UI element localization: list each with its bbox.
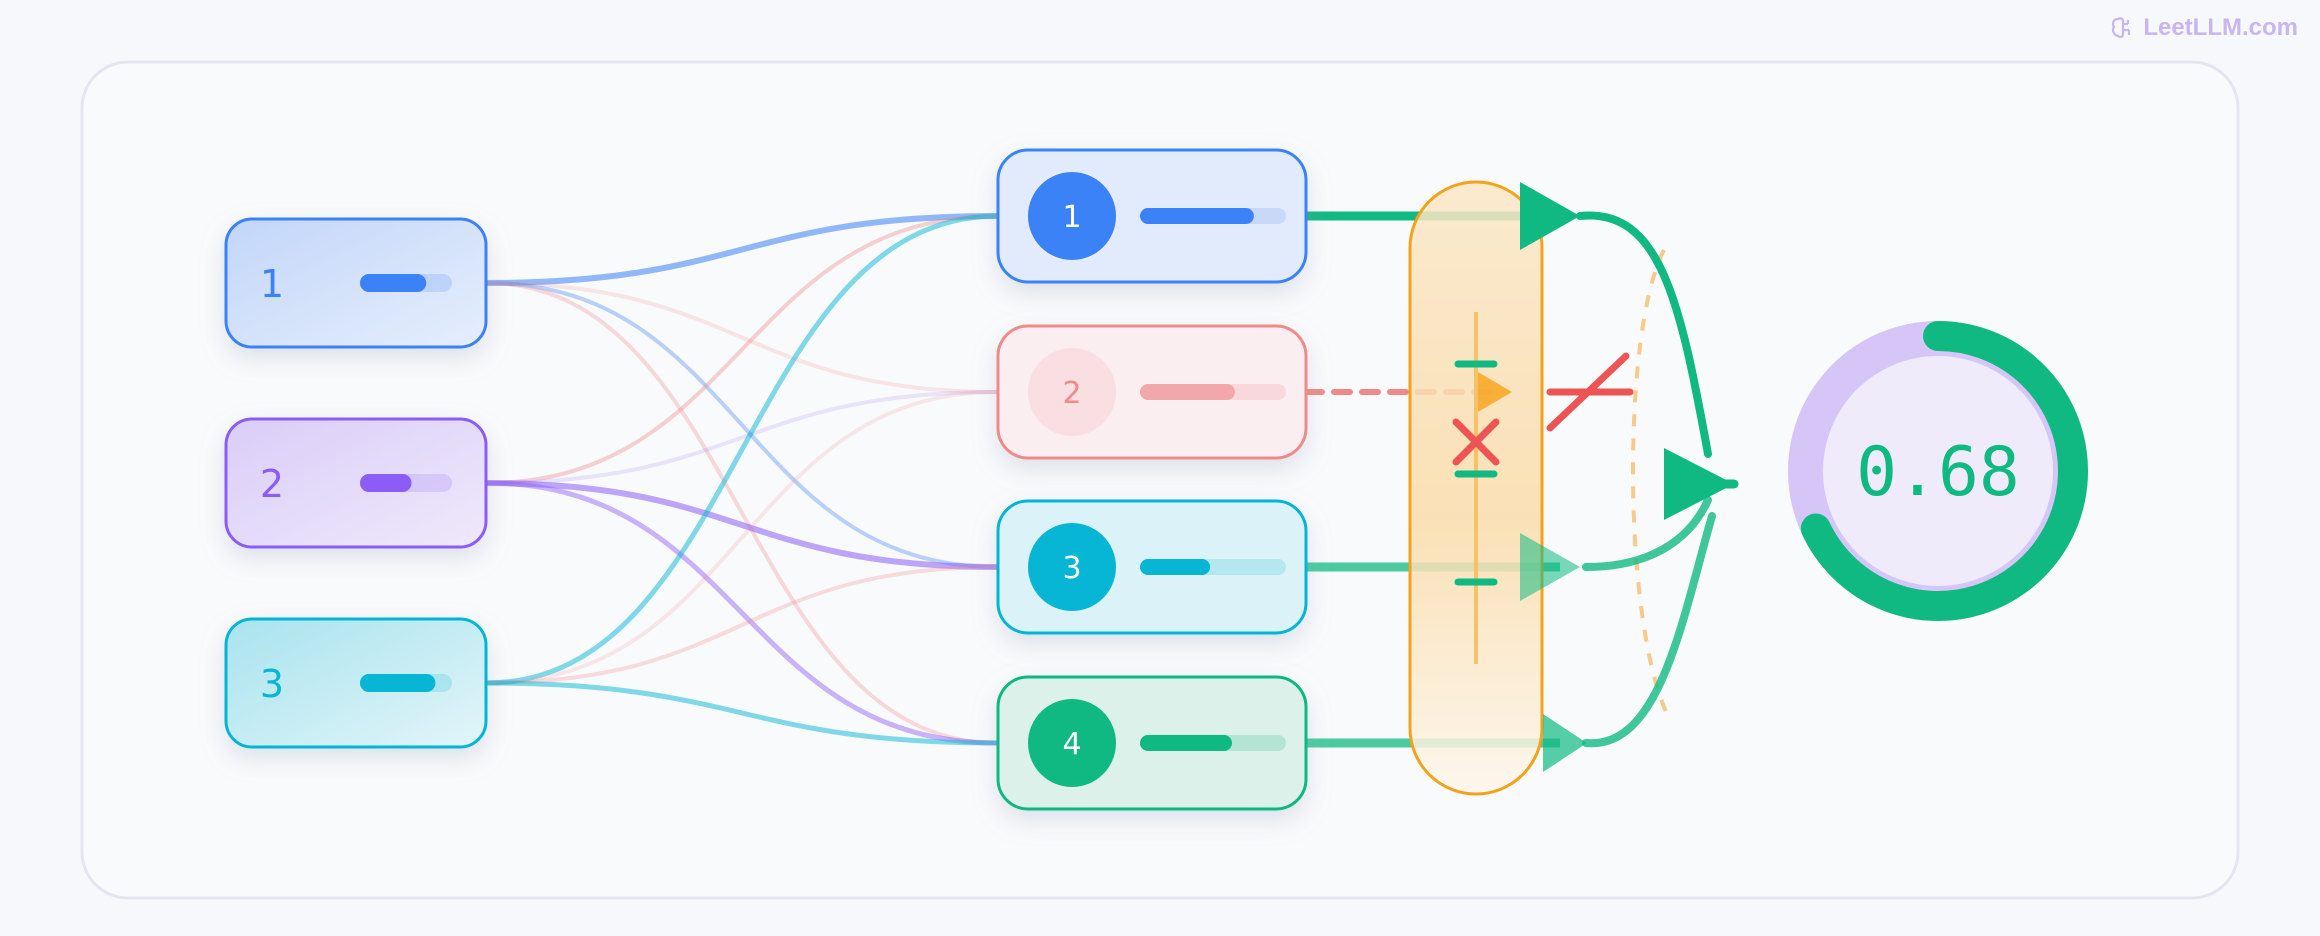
watermark: LeetLLM.com xyxy=(2109,14,2298,42)
input-node-1: 1 xyxy=(224,217,488,349)
edge-3-1 xyxy=(483,213,1001,686)
expert-badge xyxy=(1028,523,1116,611)
expert-label: 1 xyxy=(1062,200,1081,235)
expert-badge xyxy=(1028,348,1116,436)
input-node-box xyxy=(224,417,488,549)
edge-1-2 xyxy=(484,281,1000,394)
expert-badge xyxy=(1028,699,1116,787)
input-node-box xyxy=(224,217,488,349)
arrow-icon xyxy=(1520,533,1580,601)
input-node-label: 3 xyxy=(260,662,284,706)
cross-icon xyxy=(1452,418,1500,466)
expert-badge xyxy=(1028,172,1116,260)
input-node-3: 3 xyxy=(224,617,488,749)
expert-label: 2 xyxy=(1062,376,1081,411)
edge-2-4 xyxy=(483,480,1001,746)
expert-node-3: 3 xyxy=(996,499,1308,635)
connections xyxy=(483,213,1001,746)
edge-1-3 xyxy=(484,281,1000,569)
score-value: 0.68 xyxy=(1856,433,2020,512)
merge-path-3 xyxy=(1582,496,1712,571)
edge-1-4 xyxy=(484,281,1000,745)
expert-nodes: 1 2 3 4 xyxy=(996,148,1308,811)
input-node-2: 2 xyxy=(224,417,488,549)
expert-node-4: 4 xyxy=(996,675,1308,811)
input-bar-fill xyxy=(360,274,427,292)
edge-3-3 xyxy=(484,565,1000,685)
expert-bar-fill xyxy=(1140,384,1235,400)
edge-2-2 xyxy=(484,390,1000,485)
merge-path-1 xyxy=(1576,211,1712,458)
edge-2-1 xyxy=(484,214,1000,485)
input-node-label: 1 xyxy=(260,262,284,306)
input-bar-fill xyxy=(360,474,412,492)
score-gauge: 0.68 xyxy=(1788,321,2088,621)
watermark-text: LeetLLM.com xyxy=(2143,14,2298,41)
arrow-icon xyxy=(1478,372,1512,412)
input-bar-fill xyxy=(360,674,436,692)
input-tokens: 1 2 3 xyxy=(224,217,488,749)
expert-bar-fill xyxy=(1140,735,1232,751)
expert-node-2: 2 xyxy=(996,324,1308,460)
input-node-label: 2 xyxy=(260,462,284,506)
expert-label: 3 xyxy=(1062,551,1081,586)
merge-paths xyxy=(1478,182,1739,772)
score-inner xyxy=(1823,356,2053,586)
edge-2-3 xyxy=(483,480,1001,570)
score-progress-arc xyxy=(1800,321,2088,621)
arrow-icon xyxy=(1543,714,1587,772)
arrow-icon xyxy=(1664,448,1734,520)
expert-bar-fill xyxy=(1140,559,1211,575)
filter-gate xyxy=(1408,180,1544,796)
cross-icon xyxy=(1546,352,1630,432)
edge-3-2 xyxy=(484,390,1000,685)
expert-label: 4 xyxy=(1062,727,1081,762)
logo-icon xyxy=(2112,17,2131,39)
merge-path-4 xyxy=(1582,512,1716,748)
arrow-icon xyxy=(1520,182,1580,250)
edge-3-4 xyxy=(483,680,1001,746)
expert-bar-fill xyxy=(1140,208,1254,224)
expert-node-1: 1 xyxy=(996,148,1308,284)
edge-1-1 xyxy=(483,213,1001,286)
input-node-box xyxy=(224,617,488,749)
